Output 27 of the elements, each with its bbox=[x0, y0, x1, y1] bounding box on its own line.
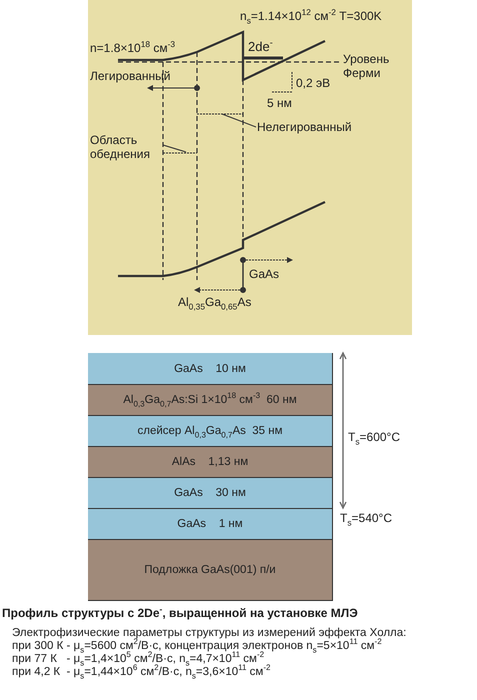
band-annotation: n=1.8×10$^{18}$ см$^{-3}$ bbox=[90, 42, 176, 55]
caption-text: Профиль структуры с 2De$^{-}$, выращенной на установке МЛЭ bbox=[2, 607, 358, 620]
leader-line bbox=[222, 114, 256, 128]
material-layer: слейсер Al$_{0,3}$Ga$_{0,7}$As 35 нм bbox=[88, 415, 332, 446]
substrate-layer: Подложка GaAs(001) п/и bbox=[88, 539, 332, 600]
band-annotation: Уровень Ферми bbox=[343, 52, 390, 80]
temperature-label: T$_{s}$=540°C bbox=[340, 512, 392, 525]
note-text: при 300 К - μ$_{s}$=5600 см$^{2}$/В·с, концентрация электронов n$_{s}$=5×10$^{11}$ см$^{-2}$ bbox=[12, 640, 382, 653]
note-text: Электрофизические параметры структуры из измерений эффекта Холла: bbox=[12, 627, 406, 639]
note-text: при 77 К - μ$_{s}$=1,4×10$^{5}$ см$^{2}$/В·с, n$_{s}$=4,7×10$^{11}$ см$^{-2}$ bbox=[12, 653, 264, 666]
material-layer: Al$_{0,3}$Ga$_{0,7}$As:Si 1×10$^{18}$ см$^{-3}$ 60 нм bbox=[88, 384, 332, 415]
material-layer: GaAs 30 нм bbox=[88, 477, 332, 508]
leader-line bbox=[162, 144, 186, 152]
note-text: при 4,2 К - μ$_{s}$=1,44×10$^{6}$ см$^{2}$/В·с, n$_{s}$=3,6×10$^{11}$ см$^{-2}$ bbox=[12, 666, 270, 679]
scale-label: 5 нм bbox=[267, 97, 292, 110]
scale-label: 0,2 эВ bbox=[296, 77, 330, 90]
material-label: Al$_{0,35}$Ga$_{0,65}$As bbox=[178, 296, 252, 309]
material-label: GaAs bbox=[249, 268, 280, 281]
material-layer: AlAs 1,13 нм bbox=[88, 446, 332, 477]
band-annotation: 2de$^{-}$ bbox=[248, 40, 273, 53]
material-layer: GaAs 10 нм bbox=[88, 353, 332, 384]
annotation-text: Нелегированный bbox=[257, 121, 352, 134]
material-layer: GaAs 1 нм bbox=[88, 508, 332, 539]
annotation-text: Область обеднения bbox=[90, 133, 162, 161]
band-annotation: n$_{s}$=1.14×10$^{12}$ см$^{-2}$ T=300K bbox=[240, 10, 382, 23]
temperature-label: T$_{s}$=600°C bbox=[348, 431, 400, 444]
region-label: Легированный bbox=[90, 70, 170, 83]
